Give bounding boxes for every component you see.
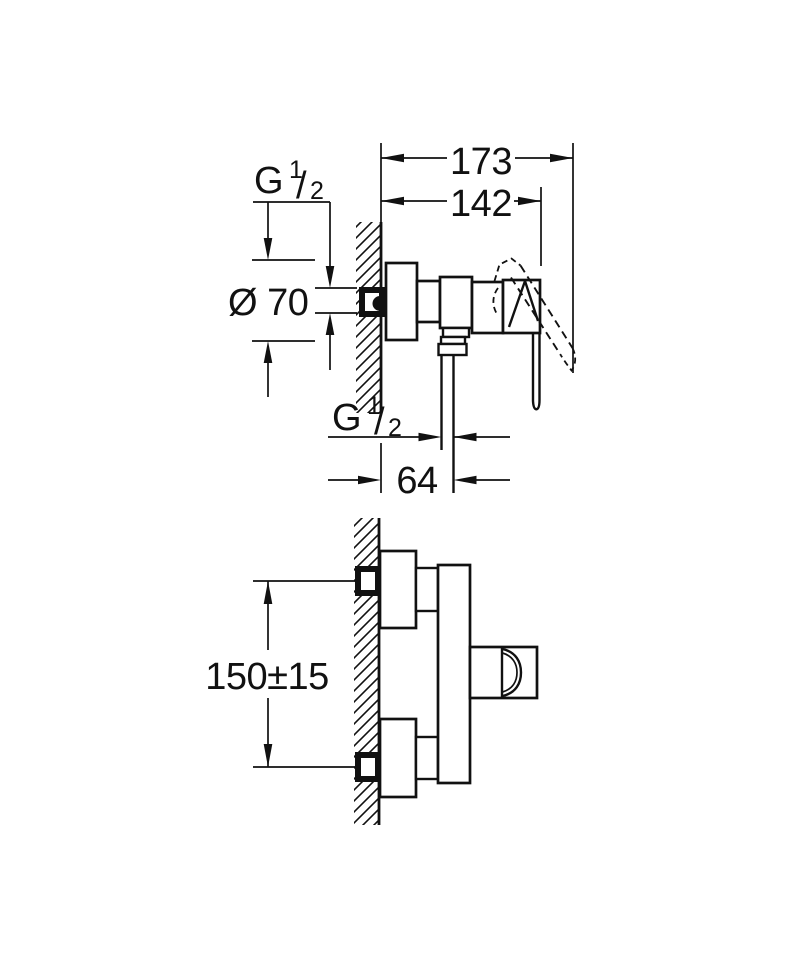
lower-union-nut-face — [361, 758, 375, 776]
hose-thread-dimension: G 1 / 2 — [328, 392, 510, 443]
dim-label-150: 150±15 — [205, 656, 329, 698]
lower-union-block — [378, 717, 418, 799]
front-view: 150±15 — [205, 518, 539, 825]
dashed-lever-tip — [560, 347, 577, 372]
arrowhead-left-pointing — [453, 475, 477, 485]
lever-handle — [531, 333, 541, 411]
arrowhead-left-pointing — [453, 432, 477, 442]
arrowhead-up-escutcheon — [263, 341, 273, 363]
upper-union-block — [378, 549, 418, 630]
outlet-nut — [437, 342, 468, 357]
arrowhead-right-pointing — [358, 475, 381, 485]
wall-thread-label: G 1 / 2 — [253, 156, 330, 207]
upper-step — [414, 566, 440, 613]
pivot-hidden-arc — [492, 287, 499, 315]
dimension-overall-depth: 173 — [380, 141, 574, 373]
thread-base: G — [254, 160, 283, 202]
side-view: 173 142 G 1 / 2 — [228, 141, 577, 502]
arrowhead-right — [550, 153, 573, 163]
mixer-body-side — [359, 257, 577, 493]
dim-label-173: 173 — [450, 141, 512, 183]
thread-slash: / — [296, 165, 307, 207]
thread-denominator: 2 — [388, 414, 402, 442]
thread-denominator: 2 — [310, 177, 324, 205]
arrowhead-left — [381, 196, 404, 206]
arrowhead-up-thread — [325, 313, 335, 335]
dashed-lever-inner-edge — [510, 276, 562, 357]
handle-cap-facets — [507, 280, 540, 328]
upper-union-nut-face — [361, 572, 375, 590]
dim-label-diameter-70: Ø 70 — [228, 282, 308, 324]
shower-outlet — [437, 326, 471, 493]
body-plate — [436, 563, 472, 785]
thread-numerator: 1 — [367, 392, 381, 420]
arrowhead-up — [263, 581, 273, 604]
cartridge-housing — [470, 280, 505, 335]
lever-alt-position-dashed — [493, 257, 577, 372]
handle-dome-arc-outer — [502, 647, 523, 698]
dimension-escutcheon-and-thread: Ø 70 — [228, 202, 357, 397]
dim-label-64: 64 — [396, 460, 438, 502]
mixer-body-front — [355, 549, 539, 799]
valve-body — [438, 275, 474, 330]
lower-step — [414, 735, 440, 781]
handle-outline — [468, 645, 539, 700]
arrowhead-right — [518, 196, 541, 206]
union-detail — [372, 296, 380, 311]
dimension-hose-offset: 64 — [328, 443, 510, 502]
arrowhead-right-pointing — [418, 432, 442, 442]
union-neck — [415, 279, 442, 324]
escutcheon — [384, 261, 419, 342]
dim-label-142: 142 — [450, 183, 512, 225]
arrowhead-down-thread — [325, 266, 335, 288]
handle-dome-arc-inner — [502, 652, 518, 693]
arrowhead-down-escutcheon — [263, 238, 273, 260]
dashed-lever-outer-edge — [519, 264, 574, 349]
arrowhead-left — [381, 153, 404, 163]
outlet-stub — [441, 326, 471, 339]
arrowhead-down — [263, 744, 273, 767]
dashed-lever-base — [493, 257, 522, 282]
thread-slash: / — [374, 401, 385, 443]
thread-numerator: 1 — [289, 156, 303, 184]
dimension-body-depth: 142 — [381, 183, 542, 266]
dimension-connection-centers: 150±15 — [205, 580, 355, 768]
thread-base: G — [332, 397, 361, 439]
wall-hatching — [356, 222, 381, 413]
lever-handle-front — [468, 645, 539, 700]
